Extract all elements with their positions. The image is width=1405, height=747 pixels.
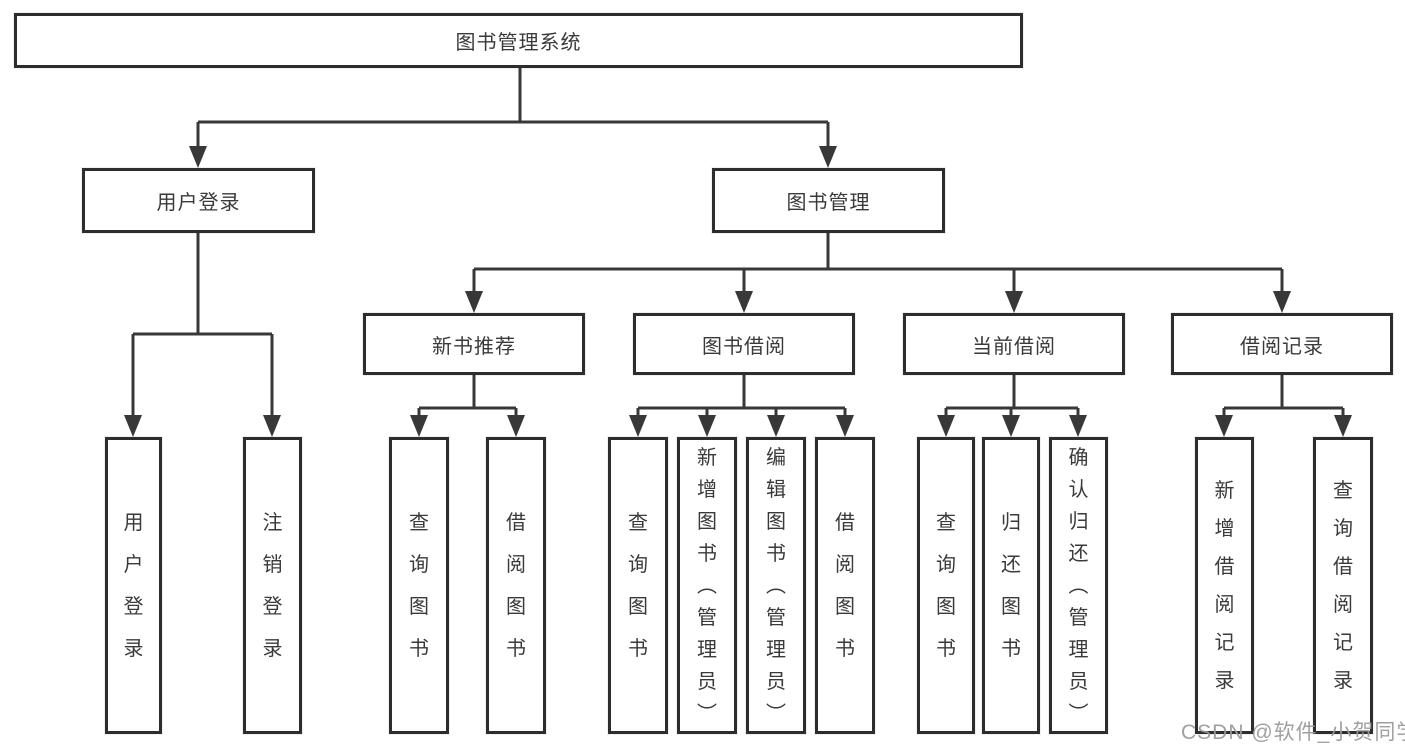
node-query-books-recommend: 查 询 图 书: [389, 437, 449, 734]
node-new-book-recommend: 新书推荐: [363, 313, 585, 375]
node-add-books-admin: 新 增 图 书 ︵ 管 理 员 ︶: [677, 437, 737, 734]
node-borrow-books-recommend: 借 阅 图 书: [486, 437, 546, 734]
node-user-login-action: 用 户 登 录: [105, 437, 162, 734]
node-query-books-borrow: 查 询 图 书: [608, 437, 668, 734]
node-query-books-current: 查 询 图 书: [917, 437, 975, 734]
node-edit-books-admin: 编 辑 图 书 ︵ 管 理 员 ︶: [746, 437, 806, 734]
watermark: CSDN @软件_小贺同学: [1181, 721, 1405, 744]
node-add-borrow-record: 新 增 借 阅 记 录: [1195, 437, 1254, 734]
node-book-borrow: 图书借阅: [633, 313, 855, 375]
node-library-management-system: 图书管理系统: [14, 13, 1023, 68]
node-confirm-return-admin: 确 认 归 还 ︵ 管 理 员 ︶: [1049, 437, 1108, 734]
node-return-books: 归 还 图 书: [982, 437, 1040, 734]
node-borrow-books-borrow: 借 阅 图 书: [815, 437, 875, 734]
node-current-borrow: 当前借阅: [903, 313, 1125, 375]
node-book-management: 图书管理: [712, 168, 945, 233]
node-query-borrow-record: 查 询 借 阅 记 录: [1313, 437, 1373, 734]
node-user-login: 用户登录: [82, 168, 315, 233]
node-borrow-records: 借阅记录: [1171, 313, 1393, 375]
node-logout-action: 注 销 登 录: [243, 437, 302, 734]
